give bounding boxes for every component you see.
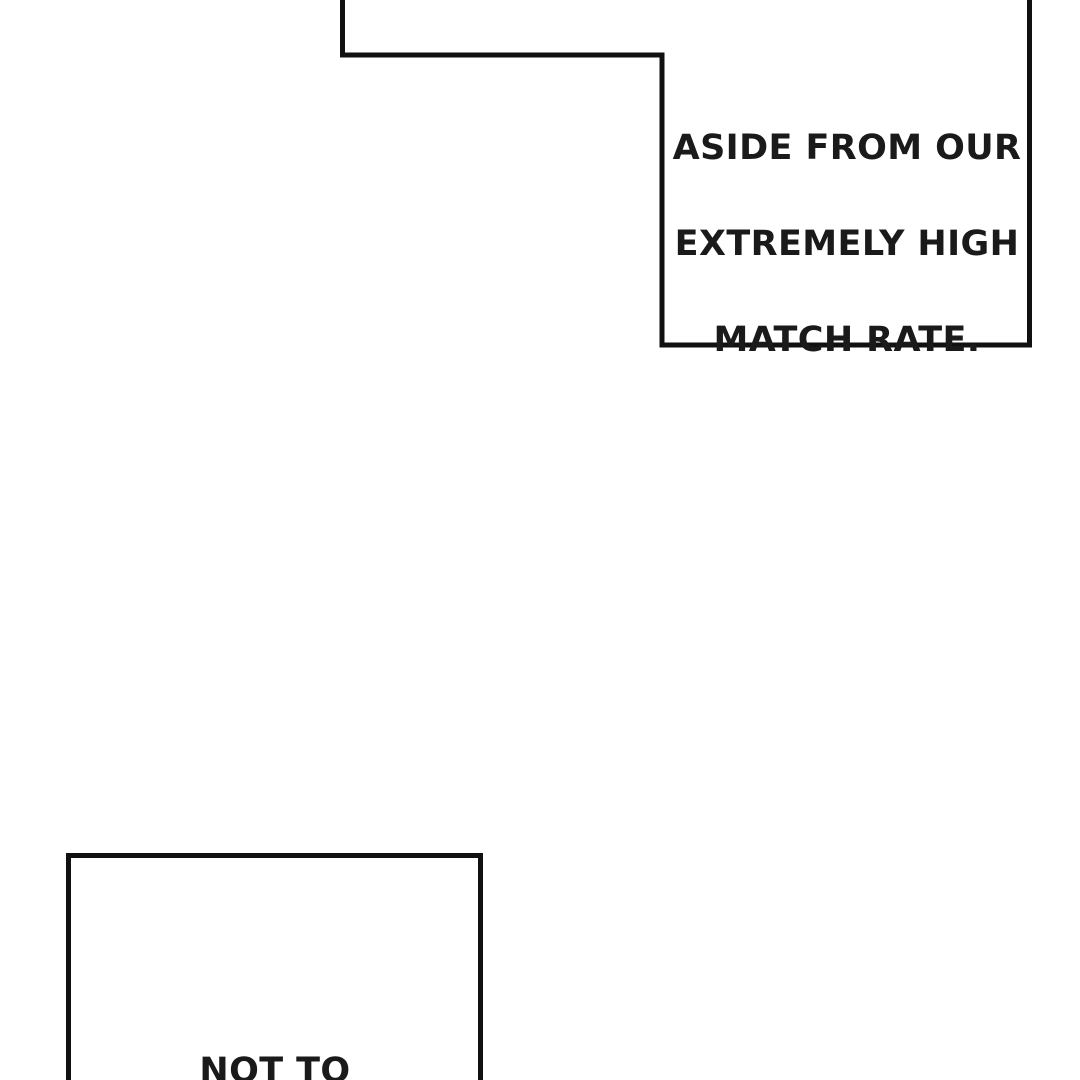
dialogue-line: ASIDE FROM OUR — [672, 128, 1022, 168]
top-balloon-dialogue: ASIDE FROM OUR EXTREMELY HIGH MATCH RATE… — [664, 76, 1030, 412]
bottom-balloon-dialogue: NOT TO MENTION — [70, 996, 480, 1080]
dialogue-line: MATCH RATE. — [713, 320, 981, 360]
dialogue-line: EXTREMELY HIGH — [674, 224, 1020, 264]
dialogue-line: NOT TO — [199, 1051, 351, 1080]
